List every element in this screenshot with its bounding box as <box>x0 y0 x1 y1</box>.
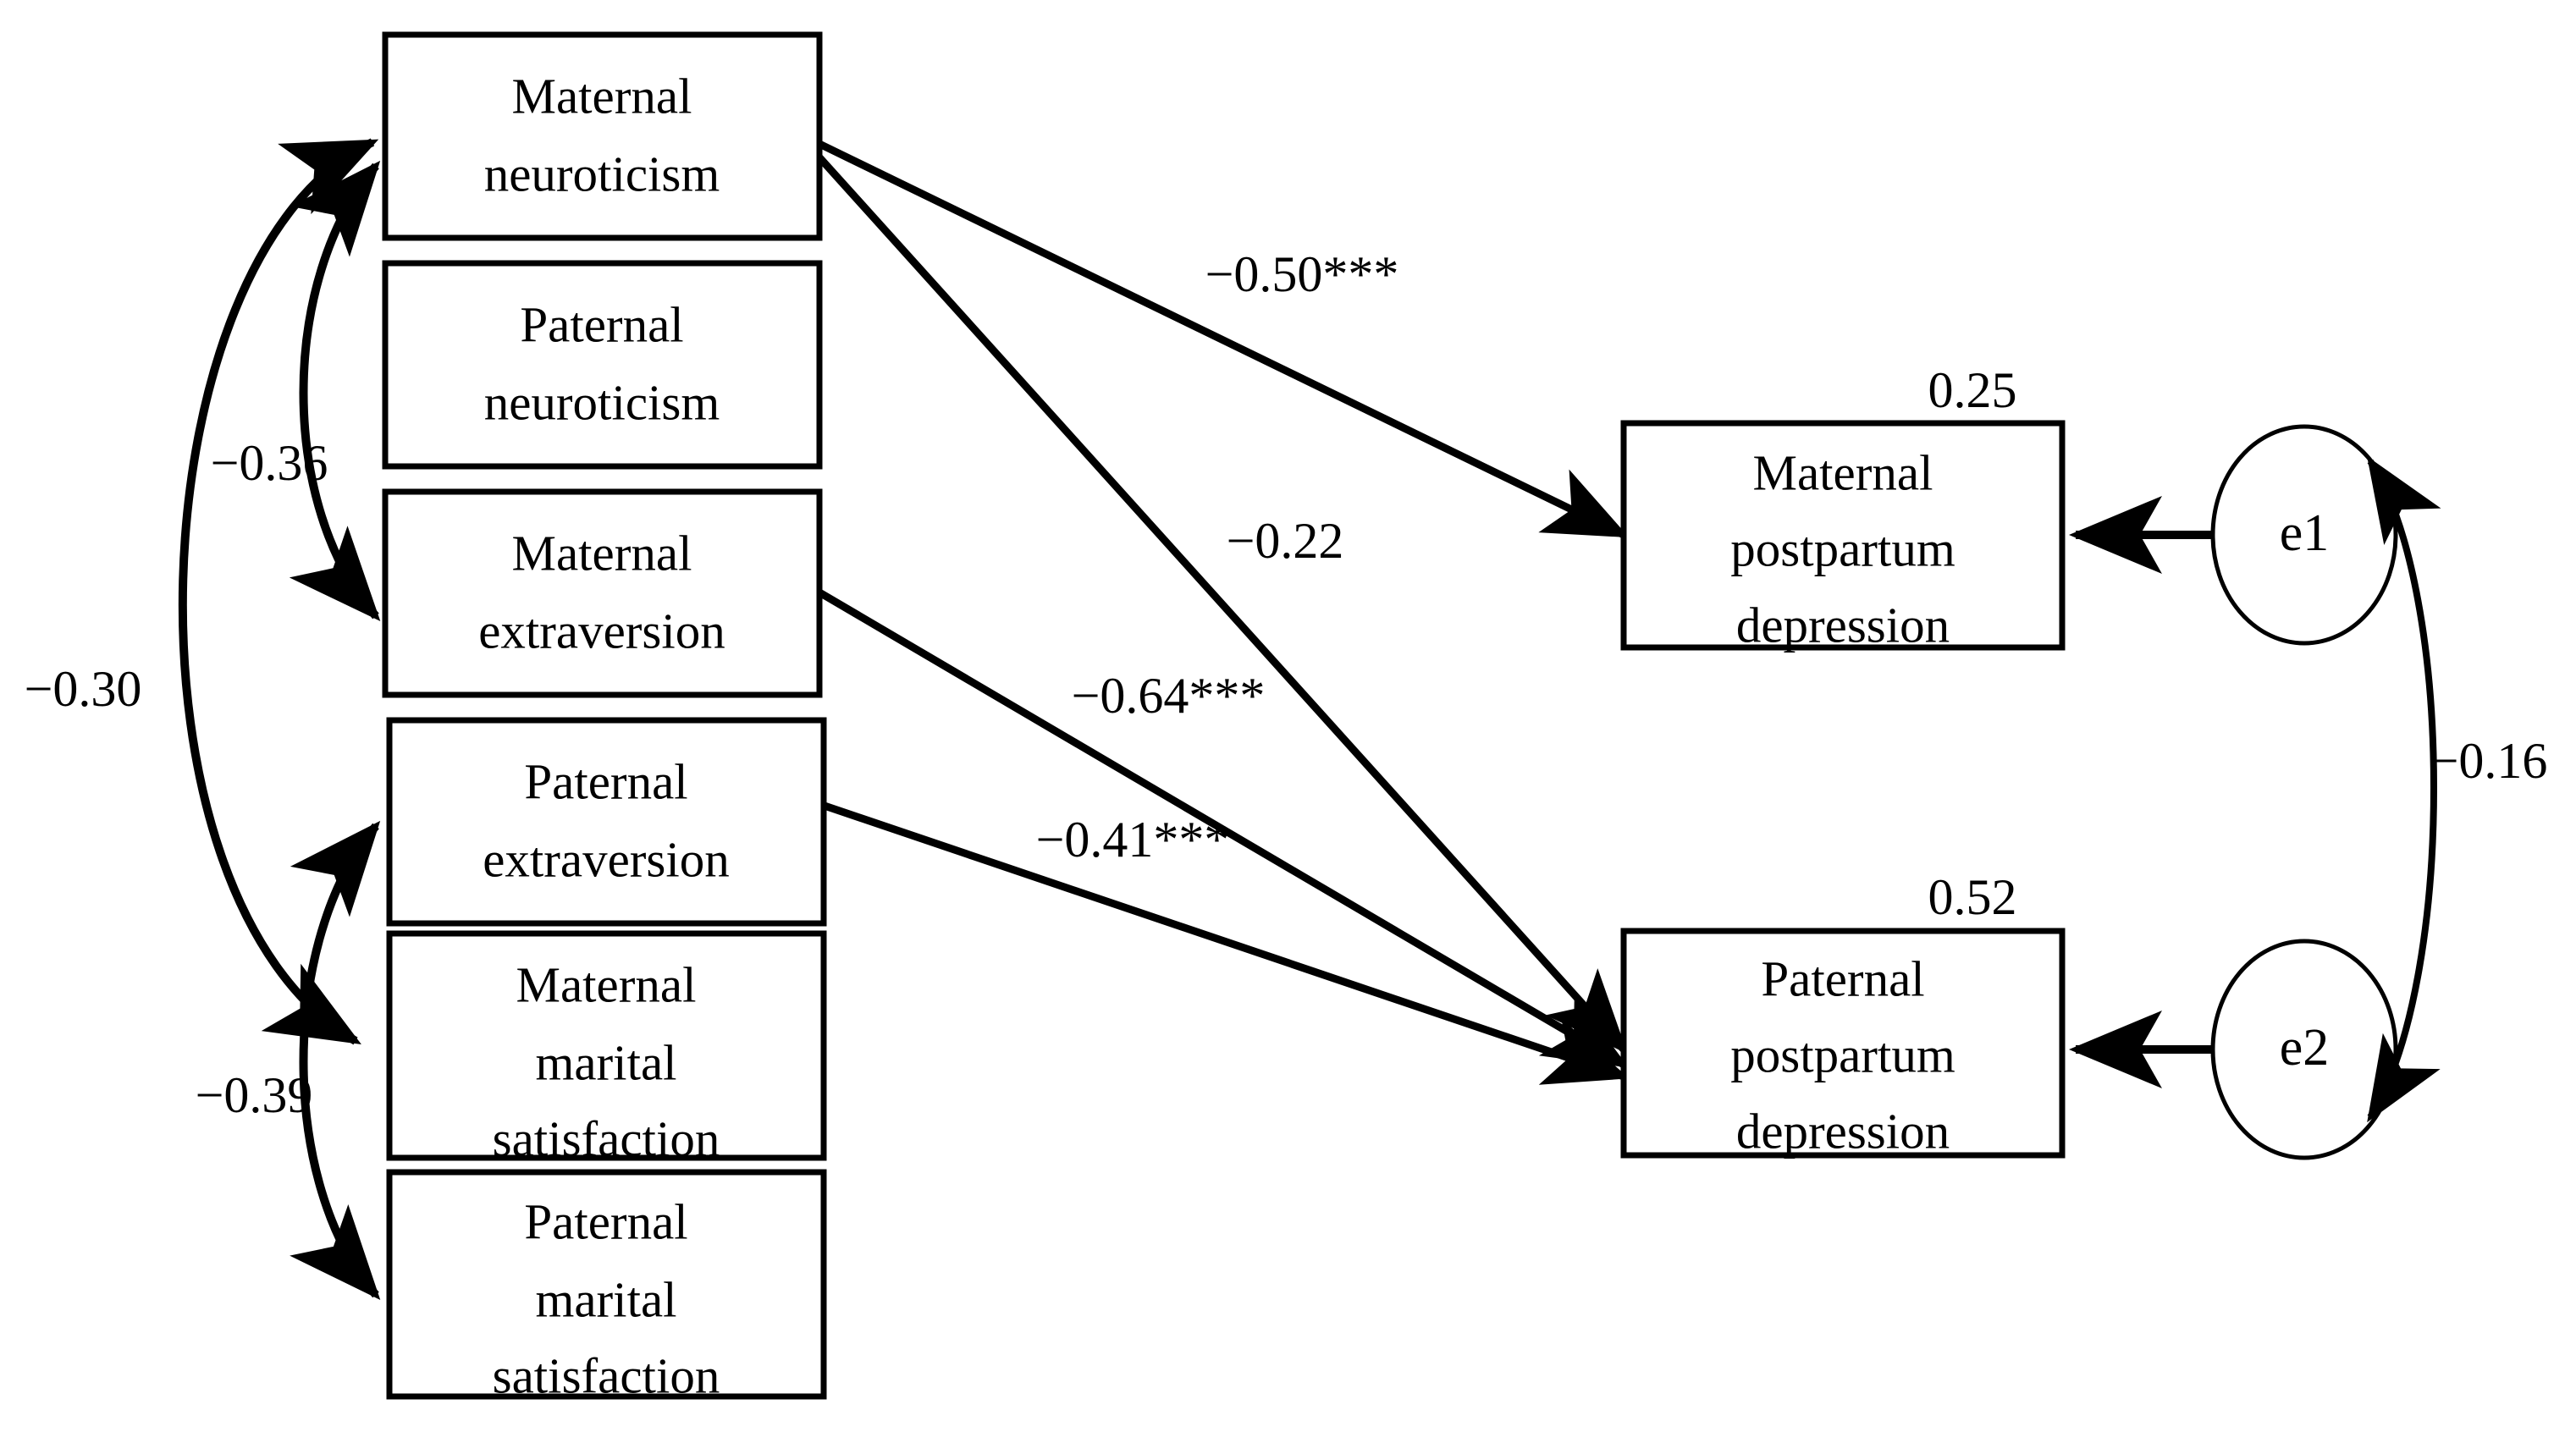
node-paternal-marital-satisfaction[interactable]: Paternal marital satisfaction <box>386 1169 827 1404</box>
node-label-line1: Maternal <box>516 957 697 1013</box>
correlation-arc-upper <box>289 160 381 621</box>
node-label-line3: depression <box>1736 598 1950 653</box>
node-maternal-neuroticism[interactable]: Maternal neuroticism <box>382 31 823 241</box>
node-label-line1: Maternal <box>512 526 692 581</box>
coefficient-label-corr-upper: −0.36 <box>211 435 328 491</box>
node-paternal-neuroticism[interactable]: Paternal neuroticism <box>382 260 823 470</box>
coefficient-label-me-to-pppd: −0.64*** <box>1072 668 1266 724</box>
node-maternal-extraversion[interactable]: Maternal extraversion <box>382 488 823 698</box>
node-paternal-postpartum-depression[interactable]: Paternal postpartum depression <box>1620 928 2066 1159</box>
coefficient-label-pe-to-pppd: −0.41*** <box>1036 812 1230 867</box>
node-error-e1[interactable]: e1 <box>2210 424 2398 646</box>
coefficient-label-mn-to-mppd: −0.50*** <box>1205 246 1399 302</box>
node-label-line1: Paternal <box>1761 951 1924 1007</box>
coefficient-label-corr-outer: −0.30 <box>25 661 142 717</box>
node-label-line2: marital <box>535 1035 676 1091</box>
node-label-line3: satisfaction <box>493 1348 720 1404</box>
node-label-line2: postpartum <box>1730 1027 1955 1083</box>
node-label-line1: Paternal <box>524 1194 687 1250</box>
node-paternal-extraversion[interactable]: Paternal extraversion <box>386 717 827 927</box>
error-label-e2: e2 <box>2280 1019 2330 1077</box>
correlation-arc-errors <box>2367 455 2441 1123</box>
node-label-line3: satisfaction <box>493 1111 720 1167</box>
error-label-e1: e1 <box>2280 504 2330 562</box>
path-line-me-to-pppd <box>817 589 1630 1068</box>
node-label-line1: Maternal <box>1753 445 1933 501</box>
coefficient-label-corr-errors: −0.16 <box>2430 733 2548 789</box>
node-error-e2[interactable]: e2 <box>2210 939 2398 1160</box>
path-line-mn-to-pppd <box>816 154 1628 1055</box>
variance-label-maternal-ppd: 0.25 <box>1928 362 2017 418</box>
path-line-mn-to-mppd <box>818 140 1630 539</box>
node-label-line1: Maternal <box>512 69 692 124</box>
node-label-line2: postpartum <box>1730 521 1955 577</box>
coefficient-label-mn-to-pppd: −0.22 <box>1227 513 1344 569</box>
variance-label-paternal-ppd: 0.52 <box>1928 869 2017 925</box>
node-label-line2: neuroticism <box>484 146 720 202</box>
path-line-pe-to-pppd <box>818 800 1630 1085</box>
node-maternal-postpartum-depression[interactable]: Maternal postpartum depression <box>1620 420 2066 653</box>
node-label-line3: depression <box>1736 1104 1950 1159</box>
node-label-line1: Paternal <box>520 297 683 353</box>
correlation-arc-outer <box>178 138 379 1045</box>
correlation-arc-lower <box>290 820 381 1301</box>
node-label-line2: extraversion <box>478 603 725 659</box>
node-label-line2: marital <box>535 1272 676 1328</box>
node-label-line2: neuroticism <box>484 375 720 431</box>
coefficient-label-corr-lower: −0.39 <box>196 1067 313 1123</box>
node-maternal-marital-satisfaction[interactable]: Maternal marital satisfaction <box>386 930 827 1167</box>
node-label-line1: Paternal <box>524 754 687 810</box>
node-label-line2: extraversion <box>483 832 730 888</box>
